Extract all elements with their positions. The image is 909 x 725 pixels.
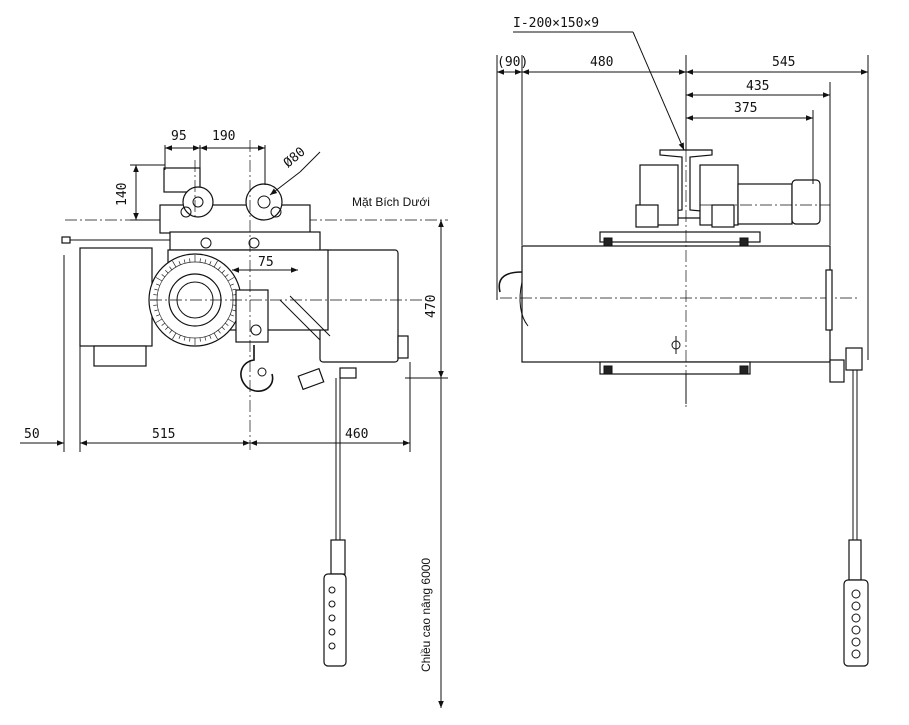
dim-470: 470 [424,295,439,318]
pendant-control-right[interactable] [843,579,869,667]
gear-tick [172,332,177,340]
gear-tick [165,326,169,330]
gear-tick [204,336,207,341]
front-view: I-200×150×9 [496,16,869,667]
gear-tick [155,277,163,282]
gear-tick [156,314,161,317]
gear-tick [231,309,236,312]
dim-75: 75 [258,255,274,270]
dim-460: 460 [345,427,368,442]
dim-480: 480 [590,55,613,70]
gear-tick [229,314,234,317]
gear-tick [224,274,229,278]
gear-tick [178,261,181,266]
gear-tick [165,270,169,274]
gear-tick [161,322,166,326]
trolley-side-left [639,164,679,226]
gear-tick [209,261,212,266]
gear-tick [227,318,235,323]
gear-tick [178,334,181,339]
gear-tick [189,258,191,263]
gear-tick [229,283,234,286]
gear-tick [183,336,186,341]
hook-block [235,289,269,343]
gear-ticks [150,255,240,345]
gear-tick [154,309,159,312]
dim-50: 50 [24,427,40,442]
gear-tick [155,318,163,323]
drum-body-right [319,249,399,363]
dim-140: 140 [115,183,130,206]
gear-tick [217,329,221,334]
gear-tick [221,326,225,330]
gear-tick [213,260,218,268]
gear-tick [209,334,212,339]
dim-375: 375 [734,101,757,116]
gear-tick [224,322,229,326]
motor-foot [93,345,147,367]
motor-block-left [79,247,153,347]
gear-tick [199,337,201,342]
dim-90: (90) [497,55,528,70]
side-view: 95 190 140 Ø80 75 Mặt Bích Dưới 470 Chiề… [20,129,448,708]
wheel-left [182,186,214,218]
gear-tick [153,304,158,306]
gear-tick [156,283,161,286]
gear-tick [231,288,236,291]
gear-tick [204,259,207,264]
beam-spec-label: I-200×150×9 [513,16,599,31]
gear-tick [169,266,173,271]
gear-tick [213,332,218,340]
dim-545: 545 [772,55,795,70]
traverse-motor [737,183,793,225]
pendant-control-left[interactable] [323,573,347,667]
gear-tick [169,329,173,334]
hook [240,345,274,392]
gear-tick [199,258,201,263]
pendant-buttons-left[interactable] [328,586,336,650]
pendant-bracket [845,347,863,371]
gear-tick [153,294,158,296]
trolley-frame [159,204,311,234]
dim-435: 435 [746,79,769,94]
gear-tick [189,337,191,342]
gear-tick [172,260,177,268]
dim-190: 190 [212,129,235,144]
gear-tick [221,270,225,274]
dim-515: 515 [152,427,175,442]
gear-tick [161,274,166,278]
lift-height-label: Chiều cao nâng 6000 [419,558,433,672]
gear-tick [217,266,221,271]
cable-loop [498,271,523,293]
dim-95: 95 [171,129,187,144]
cable-strain-relief [330,539,346,575]
pendant-buttons-right[interactable] [851,589,861,659]
flange-label: Mặt Bích Dưới [352,195,430,209]
gear-tick [183,259,186,264]
gear-tick [154,288,159,291]
gear-tick [227,277,235,282]
